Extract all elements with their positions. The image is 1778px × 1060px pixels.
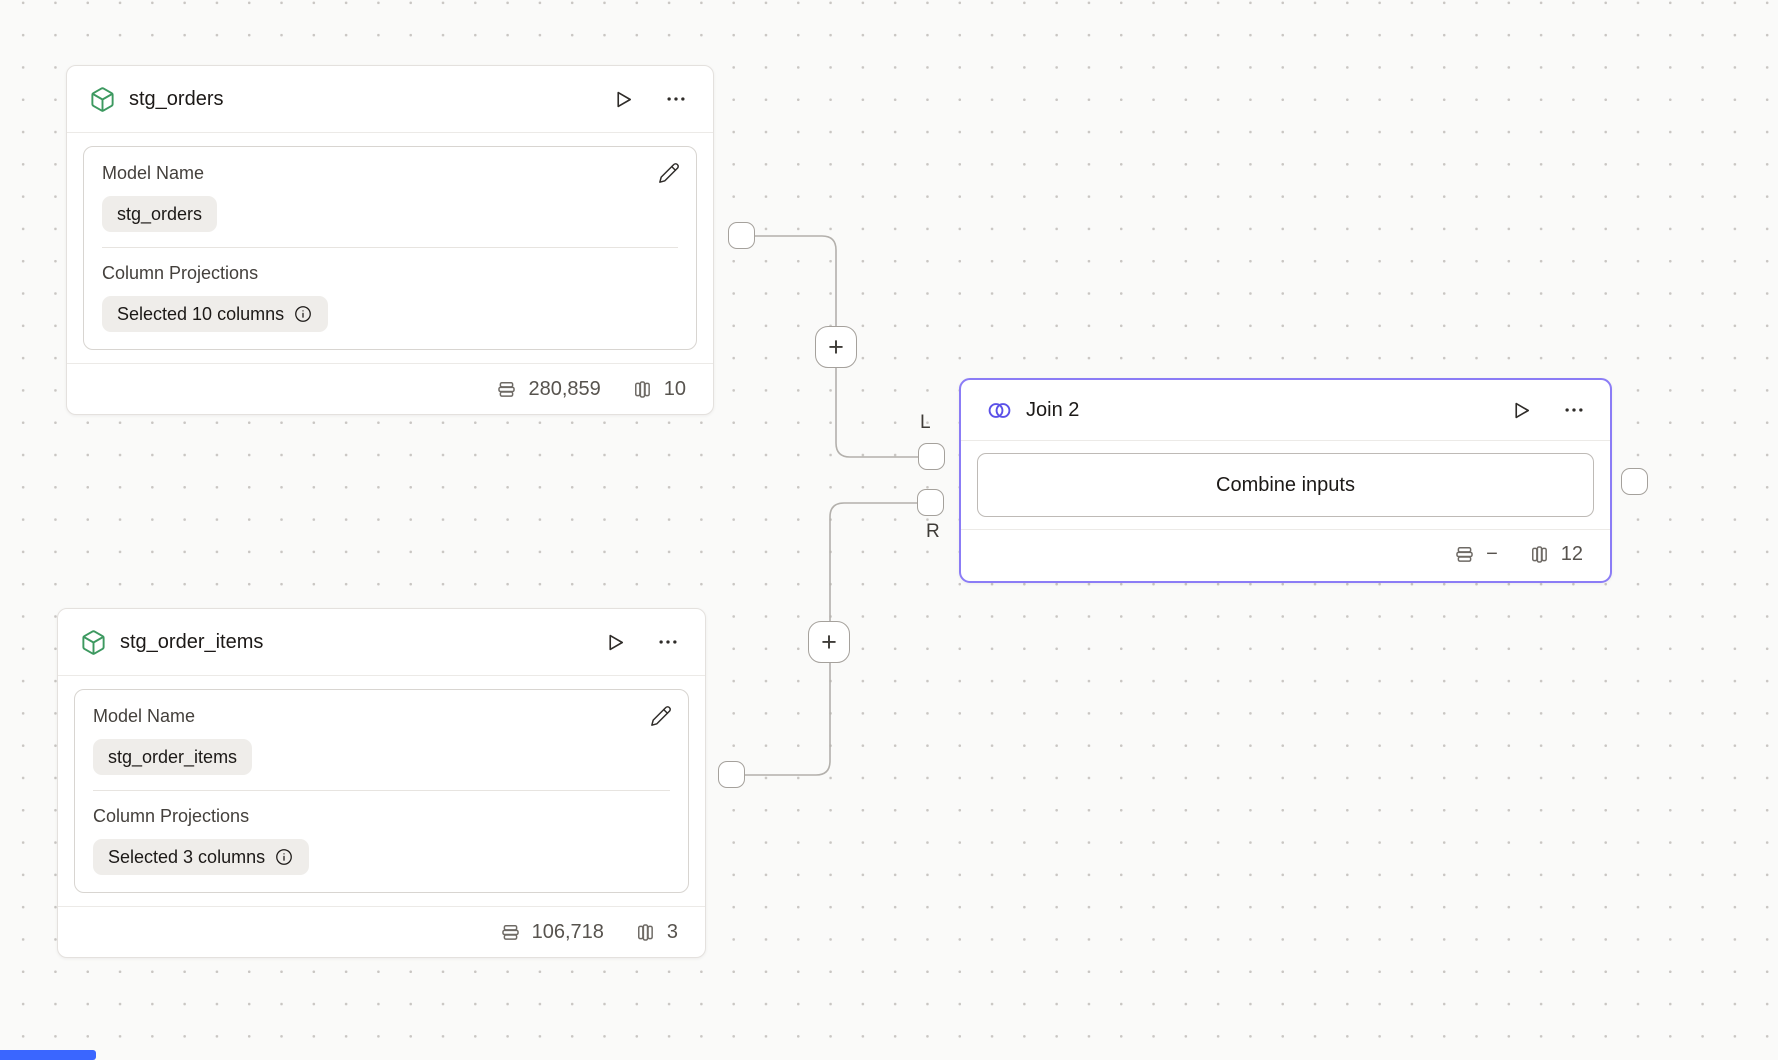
node-title: stg_order_items xyxy=(120,630,264,653)
row-count-icon xyxy=(1454,544,1475,565)
model-name-label: Model Name xyxy=(102,163,205,183)
edge-add-node-button-top[interactable]: + xyxy=(815,326,857,368)
column-projections-label: Column Projections xyxy=(102,263,259,283)
horizontal-scrollbar-thumb[interactable] xyxy=(0,1050,96,1060)
node-footer: 280,859 10 xyxy=(67,363,713,414)
model-cube-icon xyxy=(89,86,116,113)
column-count: 12 xyxy=(1560,543,1583,565)
edit-pencil-icon[interactable] xyxy=(658,162,680,184)
node-title: stg_orders xyxy=(129,87,224,110)
node-header: stg_order_items xyxy=(58,609,705,676)
edge-add-node-button-bottom[interactable]: + xyxy=(808,621,850,663)
row-count-icon xyxy=(496,379,517,400)
column-count: 3 xyxy=(666,920,678,943)
join-input-port-right[interactable] xyxy=(917,489,944,516)
row-count: − xyxy=(1486,543,1498,565)
more-menu-button[interactable] xyxy=(657,631,679,653)
column-count-icon xyxy=(632,379,653,400)
node-header: Join 2 xyxy=(961,380,1610,441)
join-output-port[interactable] xyxy=(1621,468,1648,495)
run-node-button[interactable] xyxy=(604,631,627,654)
edit-pencil-icon[interactable] xyxy=(650,705,672,727)
column-count: 10 xyxy=(663,377,686,400)
more-menu-button[interactable] xyxy=(665,88,687,110)
node-body: Model Name stg_orders Column Projections… xyxy=(67,133,713,363)
node-join-2[interactable]: Join 2 Combine inputs − xyxy=(959,378,1612,583)
model-cube-icon xyxy=(80,629,107,656)
output-port-stg-order-items[interactable] xyxy=(718,761,745,788)
divider xyxy=(102,247,678,248)
join-input-port-left[interactable] xyxy=(918,443,945,470)
column-count-icon xyxy=(1529,544,1550,565)
model-name-label: Model Name xyxy=(93,706,196,726)
node-stg-orders[interactable]: stg_orders Model Name stg_order xyxy=(66,65,714,415)
port-label-left: L xyxy=(920,412,931,433)
row-count: 106,718 xyxy=(531,920,604,943)
node-body: Combine inputs xyxy=(961,441,1610,529)
row-count-icon xyxy=(500,922,521,943)
more-menu-button[interactable] xyxy=(1563,399,1585,421)
combine-inputs-button[interactable]: Combine inputs xyxy=(977,453,1594,517)
node-header: stg_orders xyxy=(67,66,713,133)
node-title: Join 2 xyxy=(1026,398,1080,421)
column-count-icon xyxy=(635,922,656,943)
node-config-card: Model Name stg_order_items Column Projec… xyxy=(74,689,689,893)
column-projections-pill: Selected 10 columns xyxy=(102,296,329,332)
node-footer: − 12 xyxy=(961,529,1610,579)
info-icon[interactable] xyxy=(293,304,313,324)
join-venn-icon xyxy=(986,397,1013,424)
node-stg-order-items[interactable]: stg_order_items Model Name stg_ xyxy=(57,608,706,958)
column-projections-label: Column Projections xyxy=(93,806,250,826)
info-icon[interactable] xyxy=(274,847,294,867)
model-name-pill: stg_orders xyxy=(102,196,218,232)
divider xyxy=(93,790,670,791)
run-node-button[interactable] xyxy=(612,88,635,111)
node-body: Model Name stg_order_items Column Projec… xyxy=(58,676,705,906)
port-label-right: R xyxy=(926,521,940,542)
node-config-card: Model Name stg_orders Column Projections… xyxy=(83,146,697,350)
column-projections-pill: Selected 3 columns xyxy=(93,839,310,875)
node-footer: 106,718 3 xyxy=(58,906,705,957)
output-port-stg-orders[interactable] xyxy=(728,222,755,249)
row-count: 280,859 xyxy=(528,377,601,400)
model-name-pill: stg_order_items xyxy=(93,739,253,775)
run-node-button[interactable] xyxy=(1510,399,1533,422)
